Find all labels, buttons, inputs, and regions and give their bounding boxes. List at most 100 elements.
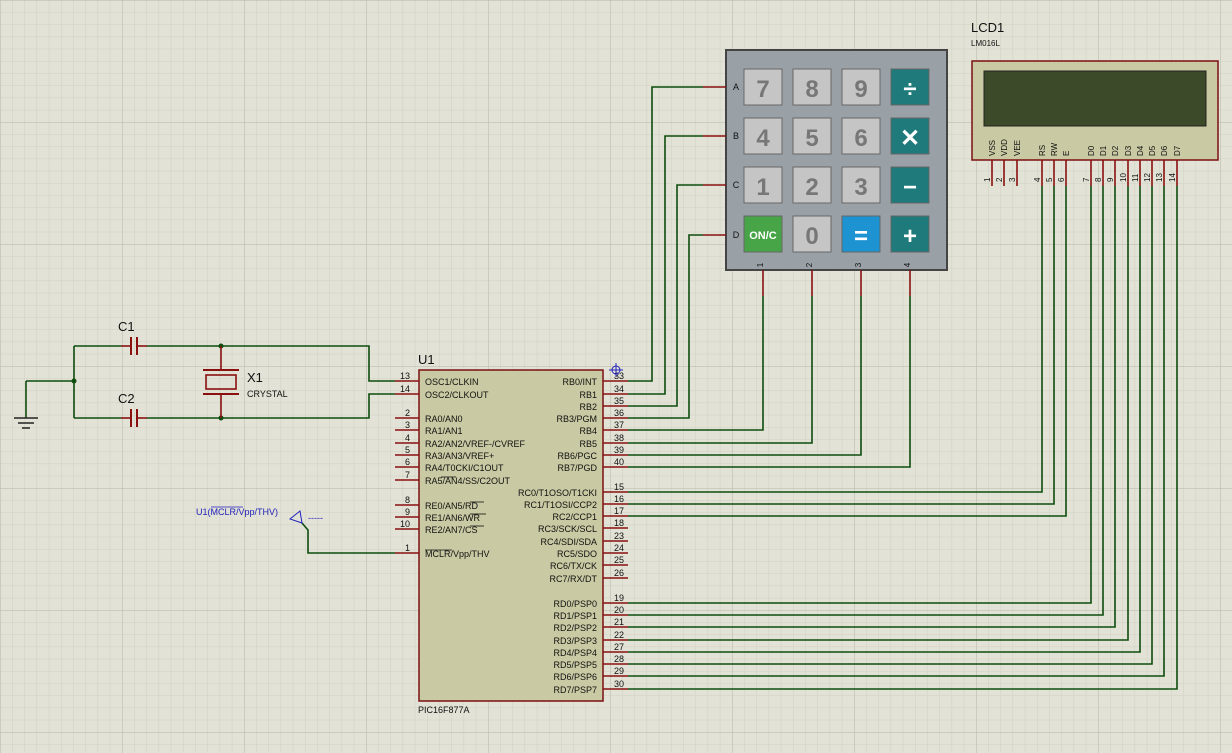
chip-pin-number: 37 (614, 420, 624, 430)
keypad-col-label: 1 (756, 262, 765, 267)
keypad-key-face[interactable] (841, 215, 881, 253)
wire-rd2-d2 (628, 186, 1116, 628)
keypad-key[interactable]: 3 (841, 166, 881, 204)
wire-osc1 (147, 345, 395, 382)
chip-pin-number: 36 (614, 408, 624, 418)
keypad-key-face[interactable] (743, 215, 783, 253)
keypad-row-label: B (733, 131, 739, 141)
keypad-key-label: ON/C (749, 230, 777, 242)
chip-body[interactable] (418, 369, 604, 702)
wire-rd6-d6 (628, 186, 1165, 677)
lcd-pin-number: 2 (995, 177, 1004, 182)
chip-pin-number: 9 (405, 507, 410, 517)
keypad-key-face[interactable] (792, 166, 832, 204)
keypad-key[interactable]: 9 (841, 68, 881, 106)
capacitor-c2[interactable]: C2 (118, 391, 147, 427)
keypad-key-face[interactable] (792, 117, 832, 155)
lcd-model-label: LM016L (971, 39, 1000, 48)
keypad-key[interactable]: 4 (743, 117, 783, 155)
keypad-key[interactable]: 1 (743, 166, 783, 204)
chip-pin-name: RB5 (579, 439, 597, 449)
keypad-row-label: D (733, 230, 740, 240)
wire-rb1-rowB (628, 135, 703, 395)
lcd-pin-name: D1 (1099, 145, 1108, 156)
chip-pin-number: 3 (405, 420, 410, 430)
keypad-key-label: 9 (854, 76, 867, 103)
keypad-key[interactable]: 8 (792, 68, 832, 106)
wire-rd3-d3 (628, 186, 1129, 641)
keypad-key[interactable]: 0 (792, 215, 832, 253)
keypad-key-face[interactable] (743, 117, 783, 155)
keypad-row-label: A (733, 82, 739, 92)
capacitor-ref-label: C1 (118, 319, 135, 334)
chip-pin-number: 1 (405, 543, 410, 553)
lcd-pin-number: 4 (1033, 177, 1042, 182)
chip-pin-name: RE2/AN7/CS (425, 525, 478, 535)
lcd-pin-number: 9 (1106, 177, 1115, 182)
capacitor-c1[interactable]: C1 (118, 319, 147, 355)
keypad-key[interactable]: ÷ (890, 68, 930, 106)
lcd-pin-name: D3 (1124, 145, 1133, 156)
chip-pin-number: 16 (614, 494, 624, 504)
wire-rb0-rowA (628, 86, 703, 382)
crystal-ref-label: X1 (247, 370, 263, 385)
keypad-col-label: 2 (805, 262, 814, 267)
keypad-key[interactable]: = (841, 215, 881, 253)
lcd-pin-name: D5 (1148, 145, 1157, 156)
chip-pin-number: 6 (405, 457, 410, 467)
keypad-key[interactable]: ON/C (743, 215, 783, 253)
wire-rd5-d5 (628, 186, 1153, 665)
keypad-key[interactable]: 6 (841, 117, 881, 155)
keypad-row-label: C (733, 180, 740, 190)
keypad-key-face[interactable] (743, 166, 783, 204)
keypad-key[interactable]: 7 (743, 68, 783, 106)
voltage-probe[interactable]: U1(MCLR/Vpp/THV)----- (196, 506, 323, 524)
chip-pin-name: OSC2/CLKOUT (425, 390, 489, 400)
keypad-key-face[interactable] (890, 68, 930, 106)
lcd-pin-name: VDD (1000, 139, 1009, 156)
keypad-key-label: 7 (756, 76, 769, 103)
wire-rb4-col1 (628, 296, 764, 431)
lcd-display[interactable]: LCD1LM016LVSS1VDD2VEE3RS4RW5E6D07D18D29D… (971, 20, 1219, 182)
keypad-key-face[interactable] (841, 117, 881, 155)
lcd-pin-number: 11 (1131, 173, 1140, 182)
lcd-pin-number: 8 (1094, 177, 1103, 182)
keypad-key-face[interactable] (743, 68, 783, 106)
keypad-key-face[interactable] (890, 166, 930, 204)
keypad-key-face[interactable] (792, 215, 832, 253)
chip-pin-number: 22 (614, 630, 624, 640)
keypad-key-label: − (903, 174, 917, 201)
chip-pin-name: RB2 (579, 402, 597, 412)
keypad-key-face[interactable] (841, 166, 881, 204)
chip-pin-name: RB3/PGM (556, 414, 597, 424)
chip-pin-name: RC7/RX/DT (549, 574, 597, 584)
pic16f877a-chip[interactable]: U1PIC16F877A13OSC1/CLKIN14OSC2/CLKOUT2RA… (400, 352, 624, 715)
ground-symbol[interactable] (14, 381, 38, 429)
keypad-key[interactable]: ✕ (890, 117, 930, 155)
chip-pin-number: 25 (614, 555, 624, 565)
chip-pin-name: RB4 (579, 426, 597, 436)
keypad-key[interactable]: − (890, 166, 930, 204)
crystal-body[interactable] (205, 374, 237, 390)
chip-pin-name: RC1/T1OSI/CCP2 (524, 500, 597, 510)
wire-rd4-d4 (628, 186, 1141, 653)
chip-pin-number: 8 (405, 495, 410, 505)
keypad-key-face[interactable] (890, 117, 930, 155)
keypad-key-label: 1 (756, 174, 769, 201)
wire-rc1-rw (628, 186, 1055, 505)
keypad-key-face[interactable] (890, 215, 930, 253)
keypad-key[interactable]: + (890, 215, 930, 253)
keypad-key[interactable]: 5 (792, 117, 832, 155)
chip-pin-number: 38 (614, 433, 624, 443)
capacitor-ref-label: C2 (118, 391, 135, 406)
chip-pin-name: RC5/SDO (557, 549, 597, 559)
chip-pin-name: RD2/PSP2 (553, 623, 597, 633)
chip-pin-name: RD7/PSP7 (553, 685, 597, 695)
keypad-key-face[interactable] (841, 68, 881, 106)
keypad-key[interactable]: 2 (792, 166, 832, 204)
chip-ref-label: U1 (418, 352, 435, 367)
keypad-key-face[interactable] (792, 68, 832, 106)
